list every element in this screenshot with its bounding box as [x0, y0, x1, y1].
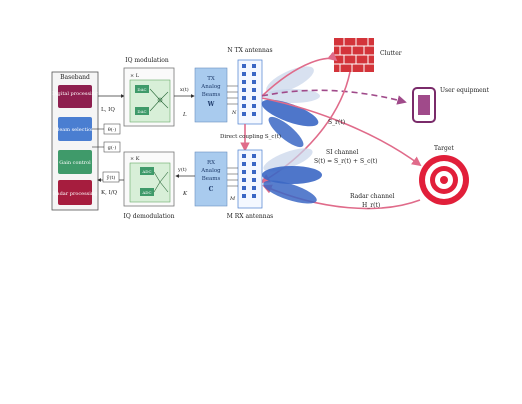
xt-label: x(t): [180, 86, 189, 93]
rx-beams-symbol: C: [209, 186, 214, 193]
target-label: Target: [434, 145, 454, 152]
tx-to-target-arrow: [261, 97, 422, 167]
tx-antenna-array: [237, 59, 263, 125]
rx-beams-line2: Analog: [200, 168, 221, 174]
iq-mod-times-l: × L: [130, 73, 140, 79]
y-tilde-symbol: ỹ(t): [106, 174, 116, 181]
rx-beams-line1: RX: [207, 160, 215, 166]
tx-beams-symbol: W: [207, 101, 215, 108]
tx-analog-beams-box: [194, 67, 228, 123]
k-iq-label: K, I/Q: [101, 190, 118, 196]
y-tilde-box: [102, 171, 120, 183]
baseband-title: Baseband: [60, 74, 90, 81]
radar-channel-label: Radar channel: [350, 193, 395, 200]
adc-box-2: [140, 188, 154, 196]
tx-beams-line2: Analog: [200, 84, 221, 90]
tx-antenna-elements: [242, 64, 256, 116]
l-label: L: [182, 112, 187, 118]
iq-mod-mixers: [149, 88, 169, 112]
theta-symbol: θ(·): [108, 126, 117, 133]
iq-demod-title: IQ demodulation: [124, 213, 175, 220]
clutter-wall: [334, 38, 374, 72]
rx-beam-lobes: [262, 148, 322, 204]
hr-label: H_r(t): [362, 202, 380, 209]
digital-processing-box: [58, 85, 92, 108]
rx-antenna-elements: [242, 154, 256, 198]
iq-mod-mixer-node: [157, 97, 163, 103]
gain-control-box: [58, 150, 92, 174]
rx-analog-beams-box: [194, 151, 228, 207]
gain-control-label: Gain control: [59, 160, 91, 166]
si-channel-label: SI channel: [326, 149, 358, 156]
rx-antennas-label: M RX antennas: [227, 213, 274, 220]
si-equation: S(t) = S_r(t) + S_c(t): [314, 158, 378, 165]
adc-box-1: [140, 167, 154, 175]
radar-processing-box: [58, 180, 92, 205]
dac-box-1: [135, 85, 149, 93]
gain-symbol: g(·): [108, 144, 117, 151]
sr-label: S_r(t): [328, 119, 345, 126]
tx-to-ue-dashed-arrow: [261, 89, 407, 105]
l-iq-label: L, IQ: [101, 107, 115, 113]
k-label: K: [182, 191, 188, 197]
tx-beams-line1: TX: [207, 76, 215, 82]
tx-beams-line3: Beams: [202, 92, 221, 98]
tx-to-clutter-arrow: [261, 51, 338, 97]
user-equipment-screen: [418, 95, 430, 115]
user-equipment-label: User equipment: [440, 87, 490, 94]
beam-selection-label: Beam selection: [56, 127, 95, 133]
target-icon: [419, 155, 469, 205]
rx-feed-lines: [227, 167, 238, 187]
adc-label-2: ADC: [141, 190, 151, 195]
yt-label: y(t): [177, 166, 187, 173]
adc-label-1: ADC: [141, 169, 151, 174]
tx-beam-lobes: [261, 66, 320, 148]
rx-antenna-array: [237, 149, 263, 209]
tx-antennas-label: N TX antennas: [227, 47, 272, 54]
clutter-label: Clutter: [380, 50, 402, 57]
dac-label-1: DAC: [137, 87, 146, 92]
direct-coupling-label: Direct coupling S_c(t): [220, 133, 281, 140]
tx-n-label: N: [231, 110, 237, 116]
radar-processing-label: Radar processing: [53, 191, 98, 197]
tx-feed-lines: [227, 85, 238, 105]
rx-beams-line3: Beams: [202, 176, 221, 182]
dac-label-2: DAC: [137, 109, 146, 114]
iq-demod-mixers: [153, 171, 169, 193]
iq-demod-times-k: × K: [130, 156, 140, 162]
rx-m-label: M: [229, 196, 236, 202]
digital-processing-label: Digital processing: [52, 91, 99, 97]
dac-box-2: [135, 107, 149, 115]
iq-mod-title: IQ modulation: [125, 57, 169, 64]
beam-selection-box: [58, 117, 92, 141]
